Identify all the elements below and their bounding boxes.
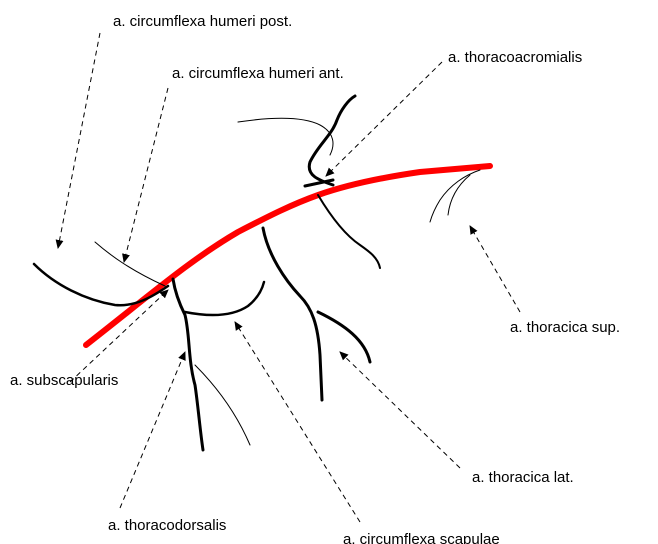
- arrow-circumflexa-ant: [124, 88, 168, 262]
- arrow-thoracica-sup: [470, 226, 520, 312]
- label-circumflexa-humeri-ant: a. circumflexa humeri ant.: [172, 65, 344, 82]
- label-thoracica-lat: a. thoracica lat.: [472, 469, 574, 486]
- thoracica-lat-subbranch: [318, 312, 370, 362]
- thoracoacromialis-down-branch: [318, 195, 380, 268]
- label-circumflexa-scapulae: a. circumflexa scapulae: [343, 531, 500, 544]
- arrow-subscapularis: [70, 290, 168, 382]
- label-subscapularis: a. subscapularis: [10, 372, 118, 389]
- label-thoracoacromialis: a. thoracoacromialis: [448, 49, 582, 66]
- circumflexa-humeri-ant-branch: [95, 242, 165, 286]
- thoracodorsalis-thin-branch: [195, 365, 250, 445]
- thoracoacromialis-loop: [309, 96, 355, 185]
- thoracica-sup-branch-1: [430, 170, 480, 222]
- label-thoracodorsalis: a. thoracodorsalis: [108, 517, 226, 534]
- arrow-thoracodorsalis: [120, 352, 185, 508]
- arrow-circumflexa-scapulae: [235, 322, 360, 522]
- arrow-circumflexa-post: [58, 33, 100, 248]
- subscapularis-trunk: [173, 279, 203, 450]
- arrow-thoracica-lat: [340, 352, 460, 468]
- circumflexa-scapulae-branch: [185, 282, 264, 315]
- axillary-artery-main: [86, 166, 490, 345]
- label-circumflexa-humeri-post: a. circumflexa humeri post.: [113, 13, 292, 30]
- label-thoracica-sup: a. thoracica sup.: [510, 319, 620, 336]
- circumflexa-humeri-post-branch: [34, 264, 168, 305]
- thoracica-lat-branch: [263, 228, 322, 400]
